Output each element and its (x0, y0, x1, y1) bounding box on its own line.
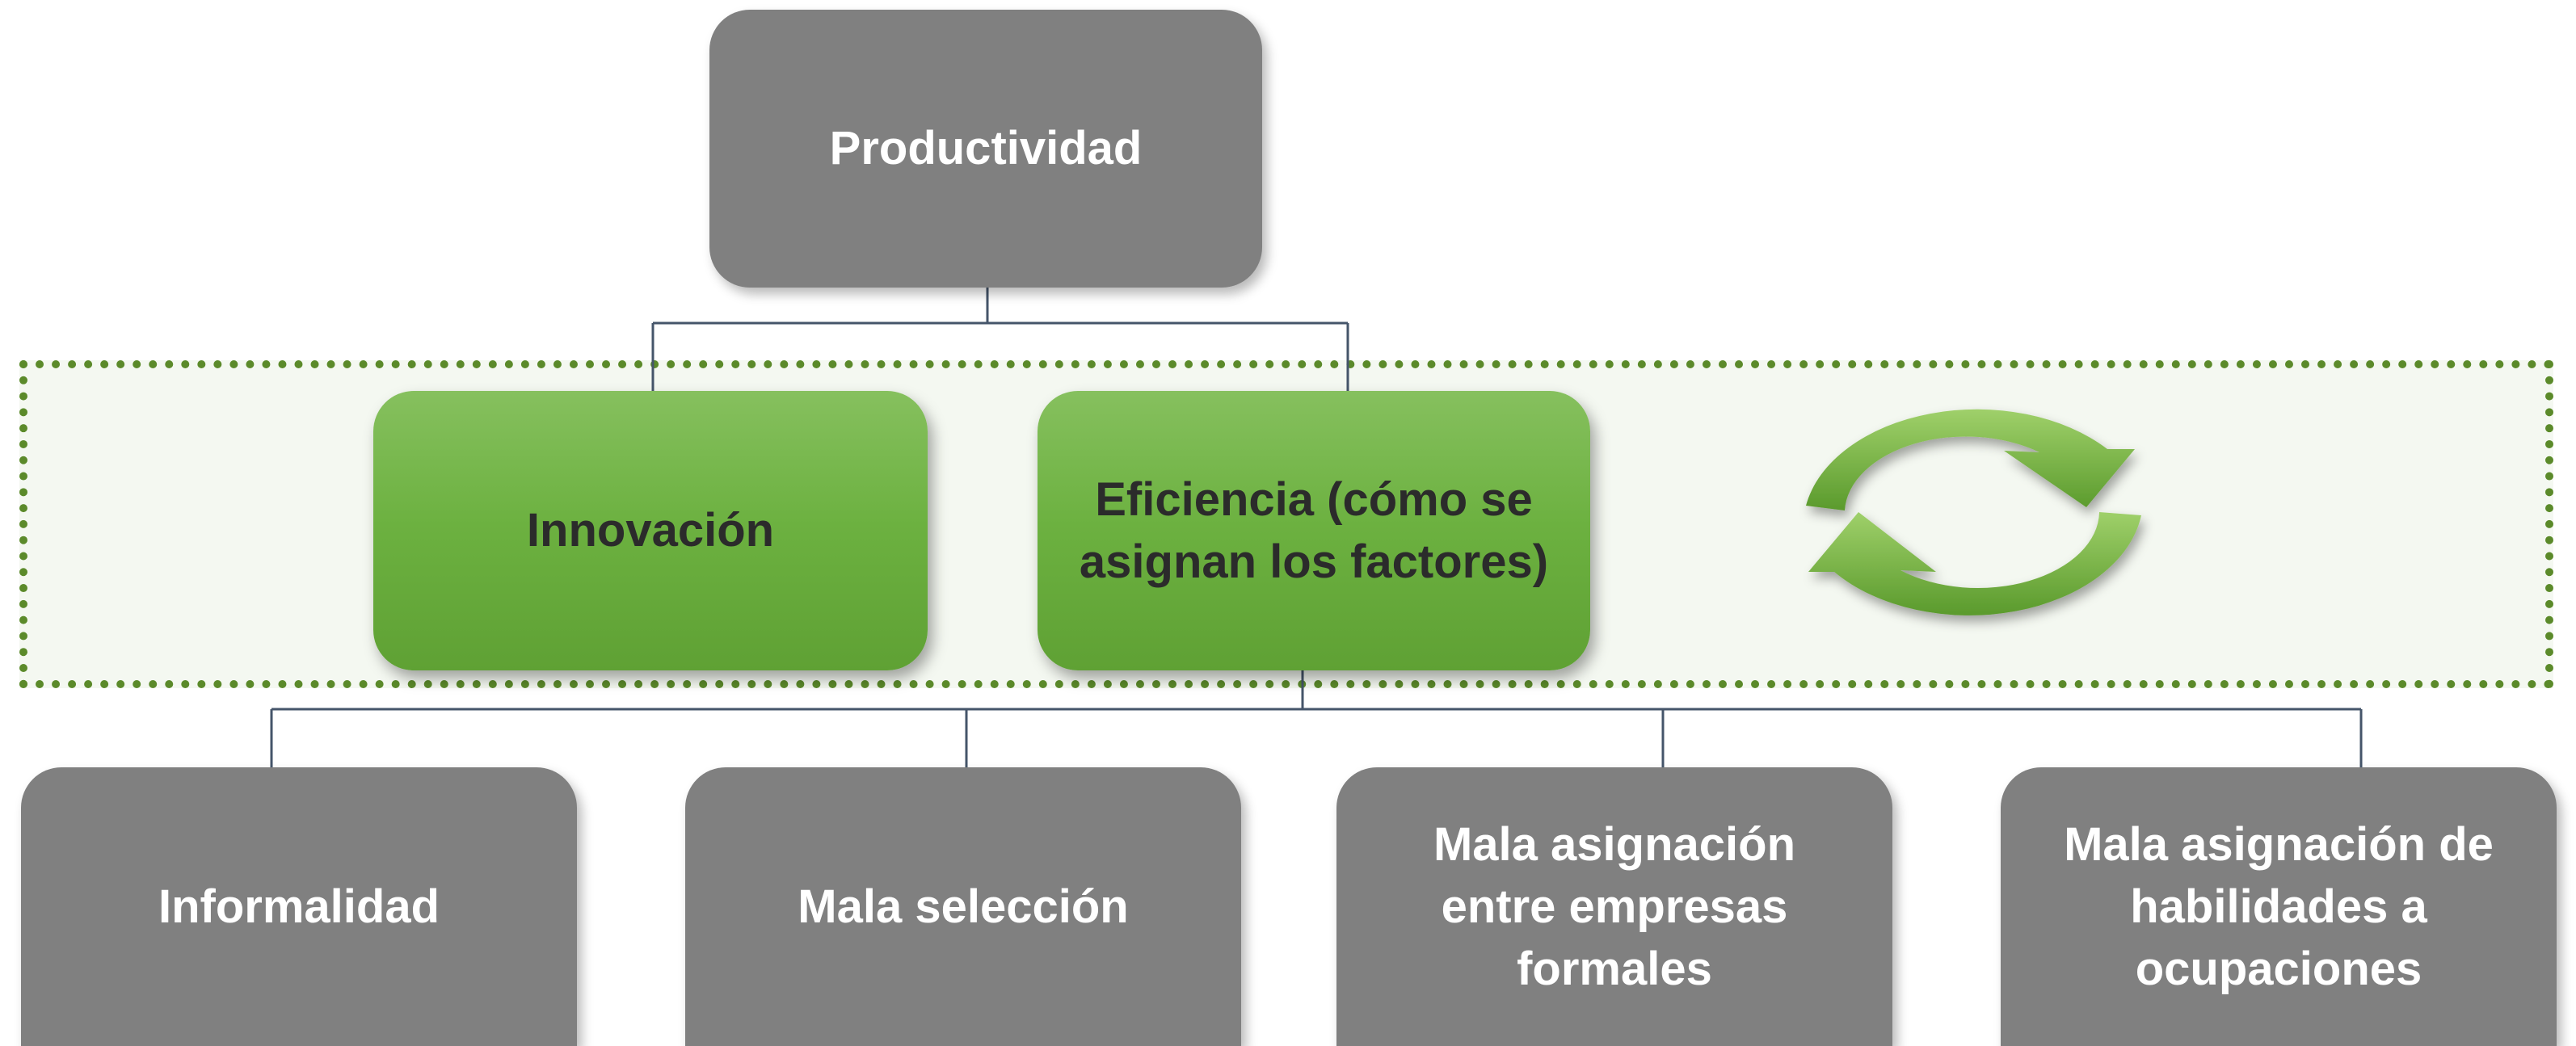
node-label: Innovación (526, 504, 775, 557)
node-mala-seleccion: Mala selección (685, 767, 1241, 1046)
node-label: Mala selección (798, 880, 1129, 933)
node-mala-asignacion-habilidades: Mala asignación de habilidades a ocupaci… (2001, 767, 2557, 1046)
circular-arrows-icon (1806, 409, 2141, 615)
node-informalidad: Informalidad (21, 767, 577, 1046)
node-label: Informalidad (158, 880, 440, 933)
node-eficiencia: Eficiencia (cómo se asignan los factores… (1038, 391, 1590, 670)
node-mala-asignacion-empresas: Mala asignación entre empresas formales (1336, 767, 1892, 1046)
node-innovacion: Innovación (373, 391, 928, 670)
node-productividad: Productividad (709, 10, 1262, 288)
node-label: Mala asignación de habilidades a ocupaci… (2064, 817, 2494, 996)
node-label: Eficiencia (cómo se asignan los factores… (1079, 473, 1549, 588)
node-label: Mala asignación entre empresas formales (1433, 817, 1796, 996)
node-label: Productividad (829, 122, 1143, 175)
